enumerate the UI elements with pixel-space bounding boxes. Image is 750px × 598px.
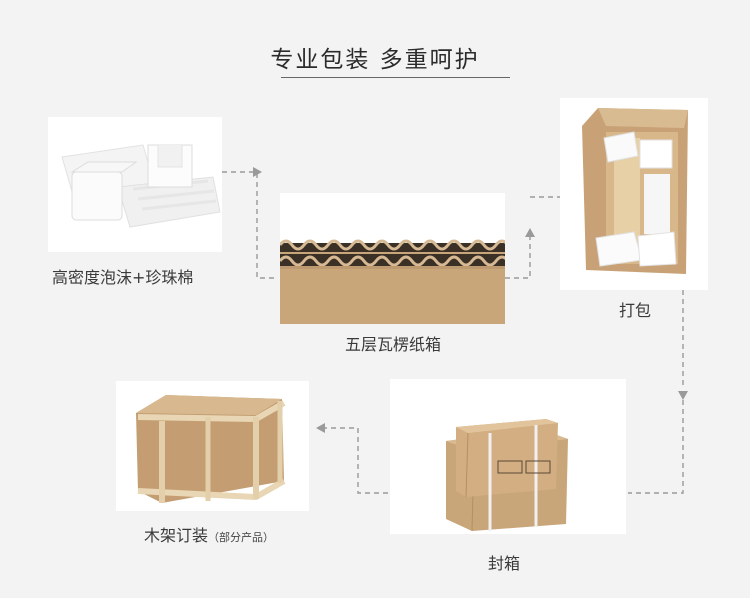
step-crate-label: 木架订装（部分产品） xyxy=(144,522,274,546)
step-foam-label: 高密度泡沫+珍珠棉 xyxy=(52,268,194,287)
crate-label-note: （部分产品） xyxy=(208,531,275,544)
step-corrugated-label: 五层瓦楞纸箱 xyxy=(345,335,442,354)
step-seal-label: 封箱 xyxy=(488,554,521,573)
arrow-head-1 xyxy=(253,167,262,177)
packing-image xyxy=(560,98,708,290)
wooden-crate-image xyxy=(116,381,309,511)
corrugated-board-image xyxy=(280,193,505,324)
arrow-head-3 xyxy=(678,391,688,400)
crate-label-main: 木架订装 xyxy=(144,526,209,545)
arrow-head-2 xyxy=(525,228,535,237)
arrow-head-4 xyxy=(316,423,325,433)
page-title: 专业包装 多重呵护 xyxy=(270,47,480,73)
title-underline xyxy=(281,77,510,78)
step-packing-label: 打包 xyxy=(619,301,652,320)
sealed-boxes-image xyxy=(390,379,626,534)
foam-image xyxy=(48,117,222,252)
